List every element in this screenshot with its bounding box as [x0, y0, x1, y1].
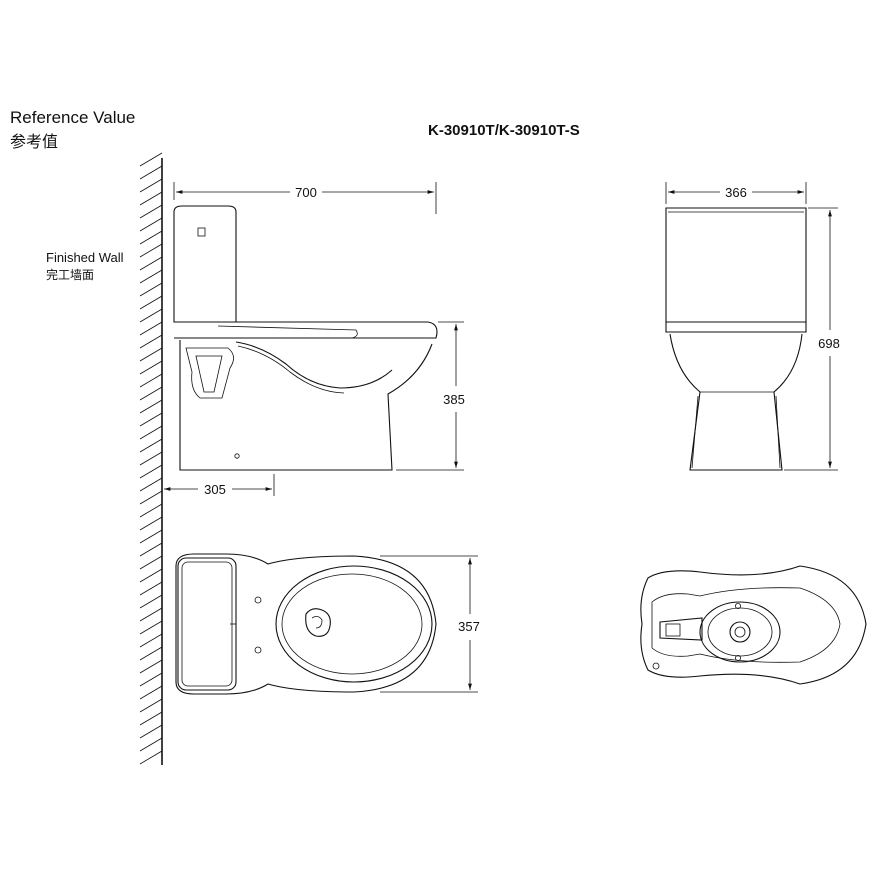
finished-wall-label: Finished Wall [46, 250, 124, 265]
bottom-view-toilet [640, 565, 867, 685]
top-view-toilet [175, 553, 437, 695]
wall-hatch-line [139, 399, 163, 414]
finished-wall [139, 152, 163, 765]
finished-wall-label-zh: 完工墙面 [46, 268, 95, 282]
wall-hatch-line [139, 555, 163, 570]
wall-hatch-line [139, 438, 163, 453]
wall-hatch-line [139, 412, 163, 427]
wall-hatch-line [139, 724, 163, 739]
dim-698-text: 698 [818, 336, 840, 351]
wall-hatch-line [139, 282, 163, 297]
dimension-rough-in: 305 [164, 474, 275, 497]
wall-hatch-line [139, 243, 163, 258]
wall-hatch-line [139, 685, 163, 700]
wall-hatch-line [139, 737, 163, 752]
wall-hatch-line [139, 620, 163, 635]
wall-hatch-line [139, 321, 163, 336]
wall-hatch-line [139, 152, 163, 167]
dimension-overall-height: 698 [784, 207, 840, 471]
dim-700-text: 700 [295, 185, 317, 200]
wall-hatch-line [139, 490, 163, 505]
wall-hatch-line [139, 581, 163, 596]
wall-hatch-line [139, 230, 163, 245]
wall-hatch-line [139, 633, 163, 648]
wall-hatch-line [139, 477, 163, 492]
wall-hatch-line [139, 503, 163, 518]
front-view-toilet [665, 207, 807, 471]
wall-hatch-line [139, 529, 163, 544]
wall-hatch-line [139, 425, 163, 440]
wall-hatch-line [139, 334, 163, 349]
wall-hatch-line [139, 269, 163, 284]
wall-hatch-line [139, 217, 163, 232]
dim-366-text: 366 [725, 185, 747, 200]
wall-hatch-line [139, 646, 163, 661]
wall-hatch-line [139, 542, 163, 557]
wall-hatch-line [139, 165, 163, 180]
dim-385-text: 385 [443, 392, 465, 407]
dim-305-text: 305 [204, 482, 226, 497]
reference-value-label-zh: 参考值 [10, 132, 59, 151]
dim-357-text: 357 [458, 619, 480, 634]
model-number-title: K-30910T/K-30910T-S [428, 122, 580, 139]
wall-hatch-line [139, 594, 163, 609]
wall-hatch-line [139, 191, 163, 206]
wall-hatch-line [139, 360, 163, 375]
wall-hatch-line [139, 516, 163, 531]
dimension-top-width: 357 [380, 555, 480, 693]
wall-hatch-line [139, 607, 163, 622]
reference-value-label: Reference Value [10, 108, 136, 127]
wall-hatch-line [139, 568, 163, 583]
wall-hatch-line [139, 659, 163, 674]
side-view-toilet [173, 205, 438, 471]
wall-hatch-line [139, 451, 163, 466]
wall-hatch-line [139, 750, 163, 765]
wall-hatch-line [139, 204, 163, 219]
wall-hatch-line [139, 256, 163, 271]
wall-hatch-line [139, 464, 163, 479]
wall-hatch-line [139, 295, 163, 310]
wall-hatch-line [139, 308, 163, 323]
wall-hatch-line [139, 347, 163, 362]
dimension-side-length: 700 [173, 182, 437, 214]
wall-hatch-line [139, 178, 163, 193]
wall-hatch-line [139, 373, 163, 388]
wall-hatch-line [139, 698, 163, 713]
dimension-front-width: 366 [665, 182, 807, 204]
wall-hatch-line [139, 711, 163, 726]
dimension-bowl-height: 385 [396, 321, 465, 471]
wall-hatch-line [139, 672, 163, 687]
wall-hatch-line [139, 386, 163, 401]
